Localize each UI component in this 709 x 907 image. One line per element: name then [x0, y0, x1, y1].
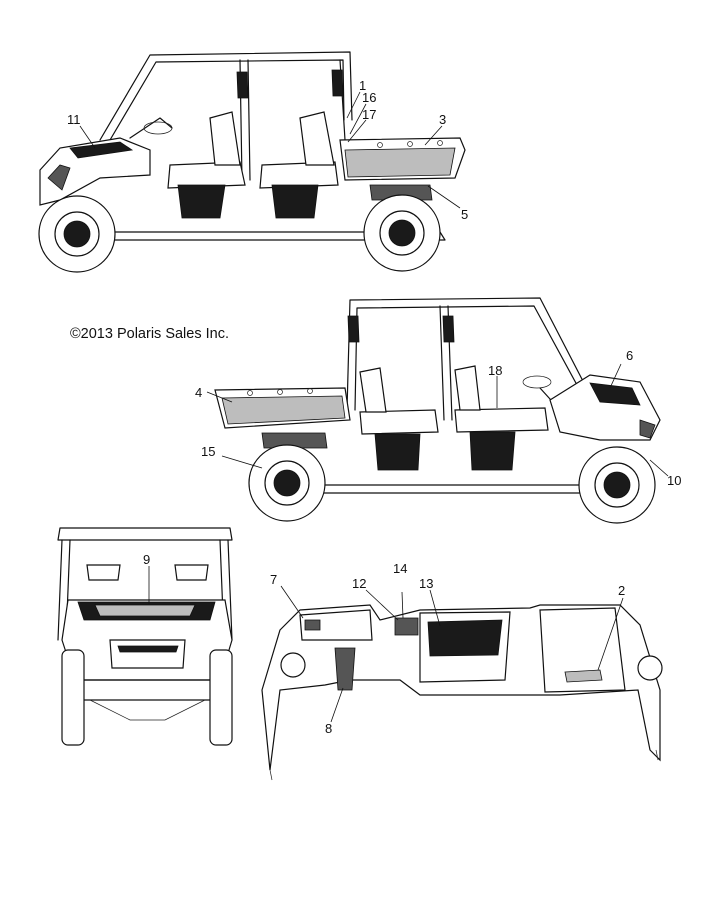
- vehicle-front-view: [57, 527, 233, 746]
- callout-5: 5: [461, 207, 468, 222]
- callout-11: 11: [67, 112, 81, 127]
- callout-16: 16: [362, 90, 376, 105]
- callout-7: 7: [270, 572, 277, 587]
- callout-6: 6: [626, 348, 633, 363]
- copyright-notice: ©2013 Polaris Sales Inc.: [70, 326, 229, 342]
- hood-body-panel-view: [261, 604, 663, 781]
- callout-3: 3: [439, 112, 446, 127]
- callout-10: 10: [667, 473, 681, 488]
- callout-2: 2: [618, 583, 625, 598]
- callout-9: 9: [143, 552, 150, 567]
- callout-13: 13: [419, 576, 433, 591]
- callout-8: 8: [325, 721, 332, 736]
- vehicle-left-side-view: [38, 51, 466, 273]
- callout-4: 4: [195, 385, 202, 400]
- callout-leaders: [79, 91, 669, 723]
- callout-labels: 1 16 17 3 5 11 4 6 18 15 10 9 7 12 14 13…: [67, 78, 681, 736]
- callout-18: 18: [488, 363, 502, 378]
- callout-12: 12: [352, 576, 366, 591]
- callout-1: 1: [359, 78, 366, 93]
- callout-14: 14: [393, 561, 407, 576]
- vehicle-right-side-view: [214, 297, 661, 524]
- callout-17: 17: [362, 107, 376, 122]
- callout-15: 15: [201, 444, 215, 459]
